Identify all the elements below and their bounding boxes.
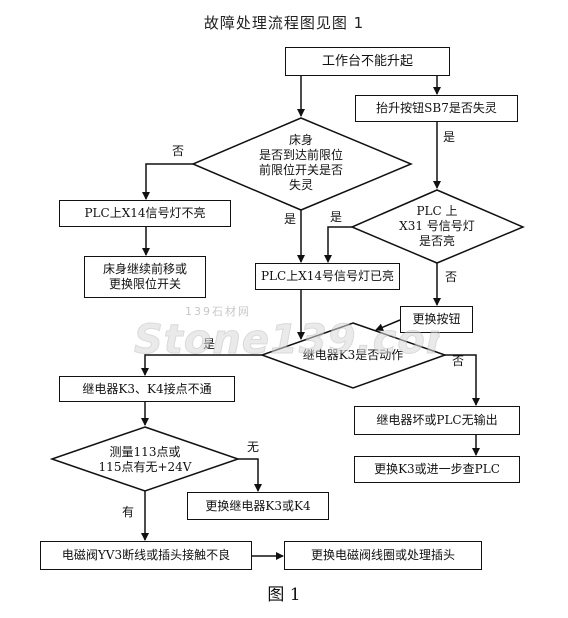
edge-label-x31-no: 否 bbox=[445, 270, 458, 284]
edge-label-x31-yes: 是 bbox=[330, 210, 343, 224]
plc-x14-on-box: PLC上X14号信号灯已亮 bbox=[255, 263, 400, 290]
watermark-logo: 139石材网 Stone139.com bbox=[134, 304, 441, 363]
plc-x14-off-box: PLC上X14信号灯不亮 bbox=[59, 200, 231, 227]
bed-move-box: 床身继续前移或 更换限位开关 bbox=[84, 256, 206, 298]
decision-k3-text: 继电器K3是否动作 bbox=[302, 348, 404, 362]
edge-label-limit-no: 否 bbox=[172, 144, 185, 158]
replace-button-box: 更换按钮 bbox=[400, 306, 473, 333]
replace-coil-box: 更换电磁阀线圈或处理插头 bbox=[284, 541, 482, 570]
edge-label-limit-yes: 是 bbox=[284, 212, 297, 226]
svg-text:139石材网: 139石材网 bbox=[185, 304, 251, 318]
replace-k3-plc-box: 更换K3或进一步查PLC bbox=[354, 456, 520, 483]
svg-text:Stone139.com: Stone139.com bbox=[134, 317, 440, 363]
plc-no-output-box: 继电器坏或PLC无输出 bbox=[354, 406, 520, 435]
replace-relay-box: 更换继电器K3或K4 bbox=[187, 492, 329, 520]
valve-fault-box: 电磁阀YV3断线或插头接触不良 bbox=[40, 541, 252, 570]
decision-k3-diamond bbox=[259, 322, 448, 389]
decision-measure-text: 测量113点或 115点有无+24V bbox=[98, 445, 192, 474]
edge-label-k3-yes: 是 bbox=[203, 337, 216, 351]
relay-contacts-box: 继电器K3、K4接点不通 bbox=[59, 376, 235, 402]
decision-limit-text: 床身 是否到达前限位 前限位开关是否 失灵 bbox=[258, 133, 343, 192]
page-title: 故障处理流程图见图 1 bbox=[203, 14, 365, 32]
edge-label-measure-has: 有 bbox=[122, 505, 135, 519]
figure-caption: 图 1 bbox=[267, 585, 301, 605]
start-box: 工作台不能升起 bbox=[285, 47, 450, 76]
edge-label-sb7-yes: 是 bbox=[443, 130, 456, 144]
decision-x31-text: PLC 上 X31 号信号灯 是否亮 bbox=[399, 204, 475, 248]
check-sb7-box: 抬升按钮SB7是否失灵 bbox=[355, 95, 518, 122]
edge-label-measure-none: 无 bbox=[247, 440, 260, 454]
edge-label-k3-no: 否 bbox=[452, 354, 465, 368]
